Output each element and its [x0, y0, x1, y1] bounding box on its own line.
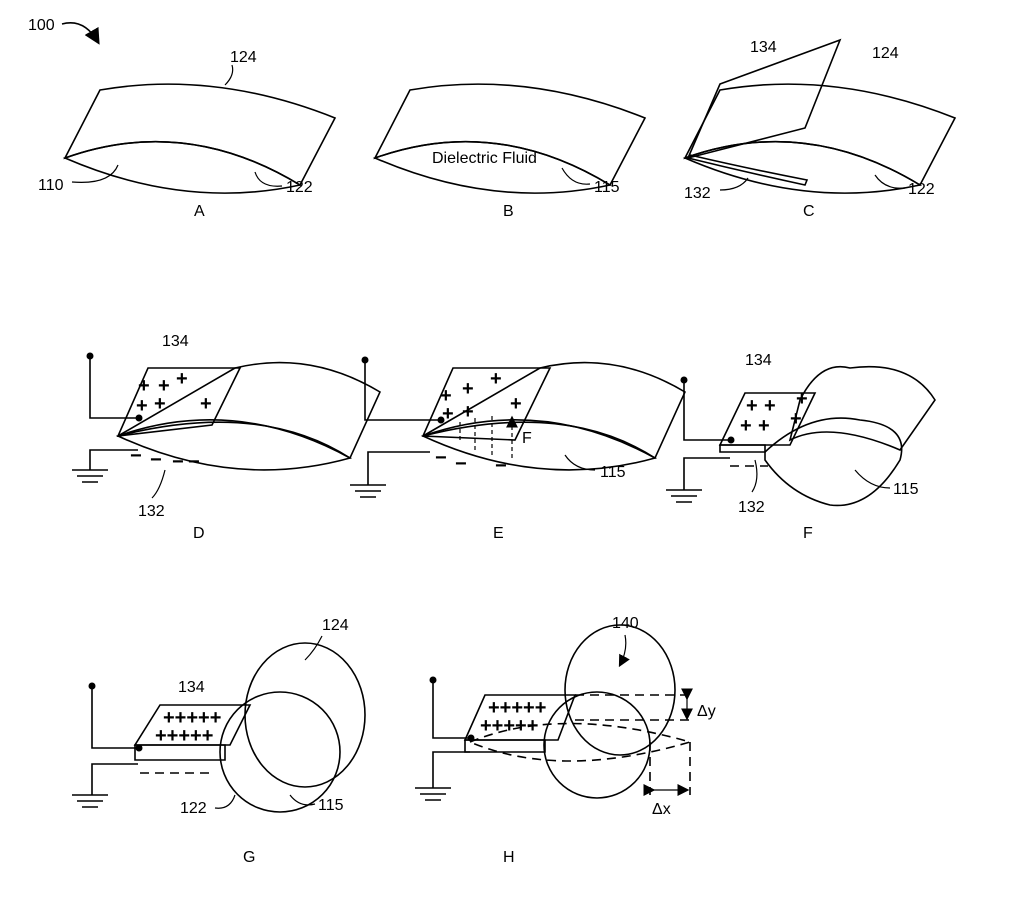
label-134: 134 — [162, 333, 189, 350]
caption-h: H — [503, 849, 515, 866]
figure-text: + — [510, 393, 522, 415]
caption-a: A — [194, 203, 205, 220]
label-115: 115 — [594, 179, 620, 196]
figure-text: + — [746, 395, 758, 417]
label-122: 122 — [180, 800, 207, 817]
label-132: 132 — [138, 503, 165, 520]
label-110: 110 — [38, 177, 64, 194]
caption-g: G — [243, 849, 255, 866]
figure-text: − — [172, 451, 184, 473]
figure-text: + — [154, 393, 166, 415]
figure-text: + — [796, 388, 808, 410]
figure-ref: 100 — [28, 17, 55, 34]
label-122: 122 — [286, 179, 313, 196]
label-124: 124 — [872, 45, 899, 62]
panel-c: 134 124 132 122 C — [682, 38, 957, 220]
label-140: 140 — [612, 615, 639, 632]
figure-text: − — [455, 453, 467, 475]
figure-text: + — [740, 415, 752, 437]
label-132: 132 — [738, 499, 765, 516]
figure-text: + — [440, 385, 452, 407]
figure-text: +++++ — [155, 725, 213, 747]
figure-text: + — [158, 375, 170, 397]
caption-e: E — [493, 525, 504, 542]
figure-text: + — [758, 415, 770, 437]
figure-text: + — [200, 393, 212, 415]
panel-g: +++++ +++++ 124 134 122 115 G — [71, 617, 366, 866]
caption-f: F — [803, 525, 813, 542]
label-132: 132 — [684, 185, 711, 202]
label-124: 124 — [230, 49, 257, 66]
shell-top — [63, 83, 337, 187]
caption-d: D — [193, 525, 205, 542]
figure-text: + — [790, 408, 802, 430]
caption-c: C — [803, 203, 815, 220]
fluid-text: Dielectric Fluid — [432, 150, 537, 167]
figure-text: +++++ — [488, 697, 546, 719]
figure-text: + — [136, 395, 148, 417]
figure-text: − — [435, 447, 447, 469]
electrode-134 — [686, 38, 842, 160]
figure-text: − — [130, 445, 142, 467]
panel-d: + + + + + + − − − − 134 132 D — [71, 333, 382, 542]
label-134: 134 — [750, 39, 777, 56]
label-134: 134 — [745, 352, 772, 369]
panel-h: +++++ +++++ 140 Δy Δx H — [414, 615, 716, 866]
label-124: 124 — [322, 617, 349, 634]
label-f: F — [522, 430, 532, 447]
ref-arrow — [61, 22, 100, 45]
figure-text: + — [176, 368, 188, 390]
figure-text: + — [462, 378, 474, 400]
figure-text: + — [764, 395, 776, 417]
label-115: 115 — [600, 464, 626, 481]
panel-a: 124 110 122 A — [38, 49, 337, 220]
figure-text: + — [462, 401, 474, 423]
figure-text: +++++ — [480, 715, 538, 737]
electrode-132 — [686, 154, 809, 186]
label-delta-x: Δx — [652, 801, 671, 818]
figure-text: − — [188, 451, 200, 473]
label-122: 122 — [908, 181, 935, 198]
caption-b: B — [503, 203, 514, 220]
figure-text: + — [490, 368, 502, 390]
panel-f: + + + + + + 134 132 115 F — [665, 352, 936, 542]
figure-text: +++++ — [163, 707, 221, 729]
label-115: 115 — [318, 797, 344, 814]
figure-text: + — [138, 375, 150, 397]
label-134: 134 — [178, 679, 205, 696]
figure-text: − — [150, 449, 162, 471]
figure-text: + — [442, 403, 454, 425]
label-115: 115 — [893, 481, 919, 498]
figure-text: − — [495, 455, 507, 477]
dielectric-fluid — [372, 140, 613, 194]
panel-b: Dielectric Fluid 115 B — [372, 83, 647, 220]
label-delta-y: Δy — [697, 703, 716, 720]
pouch-empty — [62, 140, 303, 194]
panel-e: + + + + + + − − − F 115 E — [349, 356, 687, 542]
